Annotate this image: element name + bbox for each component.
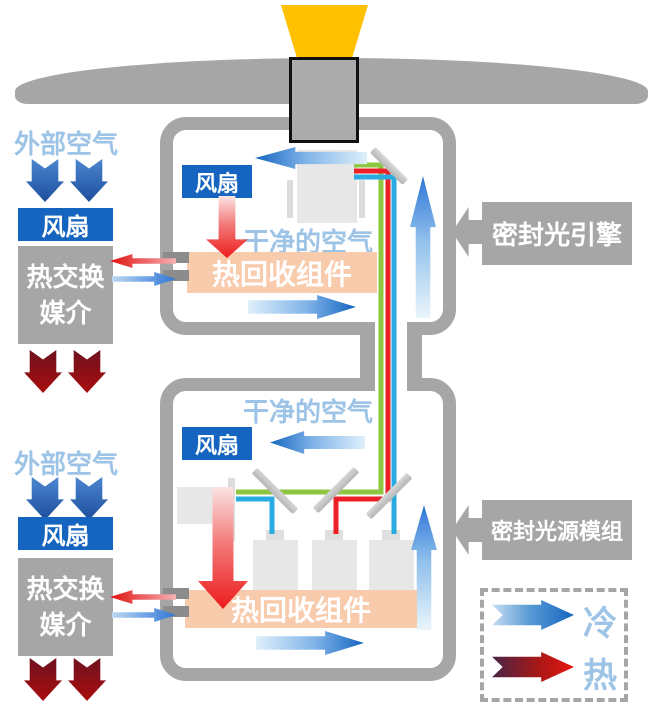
sealed-light-source-module-box: 密封光源模组 — [482, 500, 632, 560]
sealed-light-source-module-arrow — [452, 505, 484, 555]
exhaust-hot-arrow-3 — [24, 658, 62, 701]
heat-recovery-label: 热回收组件 — [230, 595, 371, 626]
wall-port-upper-cold — [163, 270, 189, 281]
exhaust-hot-arrow-4 — [68, 658, 106, 701]
wall-port-lower-cold — [163, 606, 189, 617]
heat-recovery-label: 热回收组件 — [211, 258, 352, 290]
sealed-light-engine-label: 密封光引擎 — [491, 220, 622, 250]
exhaust-hot-arrow-1 — [24, 350, 62, 393]
heat-exchange-medium-line1: 热交换 — [26, 261, 105, 292]
external-air-arrow-4 — [70, 477, 108, 520]
fan-box-left-upper: 风扇 — [18, 208, 113, 241]
projection-beam — [281, 5, 368, 57]
wall-port-upper-hot — [163, 252, 189, 263]
heat-recovery-box-upper: 热回收组件 — [187, 252, 377, 293]
fan-box-lower-chamber: 风扇 — [182, 427, 252, 460]
legend-cold-label: 冷 — [583, 605, 617, 643]
prism-flange-left — [287, 180, 293, 218]
duct-wall-left — [360, 330, 375, 382]
fan-box-upper-chamber: 风扇 — [182, 165, 252, 198]
projection-lens-box — [289, 57, 359, 143]
sealed-light-engine-arrow — [452, 207, 484, 257]
fan-box-left-lower: 风扇 — [18, 517, 113, 550]
external-air-label-lower: 外部空气 — [14, 449, 119, 479]
light-source-module-3 — [369, 540, 414, 592]
external-air-arrow-2 — [70, 159, 108, 202]
exhaust-hot-arrow-2 — [68, 350, 106, 393]
heat-exchange-medium-box-lower: 热交换 媒介 — [18, 558, 113, 656]
fan-label: 风扇 — [41, 523, 90, 550]
fan-label: 风扇 — [41, 214, 90, 241]
sealed-light-engine-box: 密封光引擎 — [482, 202, 632, 265]
fan-label: 风扇 — [194, 170, 239, 196]
external-air-arrow-3 — [26, 477, 64, 520]
duct-wall-right — [407, 330, 422, 382]
light-source-module-2 — [312, 540, 357, 592]
heat-exchange-medium-line1: 热交换 — [26, 573, 105, 604]
external-air-arrow-1 — [26, 159, 64, 202]
duct-opening — [375, 320, 407, 392]
heat-exchange-medium-line2: 媒介 — [39, 610, 92, 640]
heat-exchange-medium-box-upper: 热交换 媒介 — [18, 246, 113, 344]
light-source-module-1 — [253, 540, 298, 592]
prism-flange-right — [359, 180, 365, 218]
legend-hot-label: 热 — [583, 657, 617, 695]
clean-air-label-lower: 干净的空气 — [243, 397, 374, 427]
fan-label: 风扇 — [194, 432, 239, 458]
wall-port-lower-hot — [163, 588, 189, 599]
external-air-label-upper: 外部空气 — [14, 129, 119, 159]
sealed-light-source-module-label: 密封光源模组 — [490, 519, 623, 544]
heat-exchange-medium-line2: 媒介 — [39, 298, 92, 328]
